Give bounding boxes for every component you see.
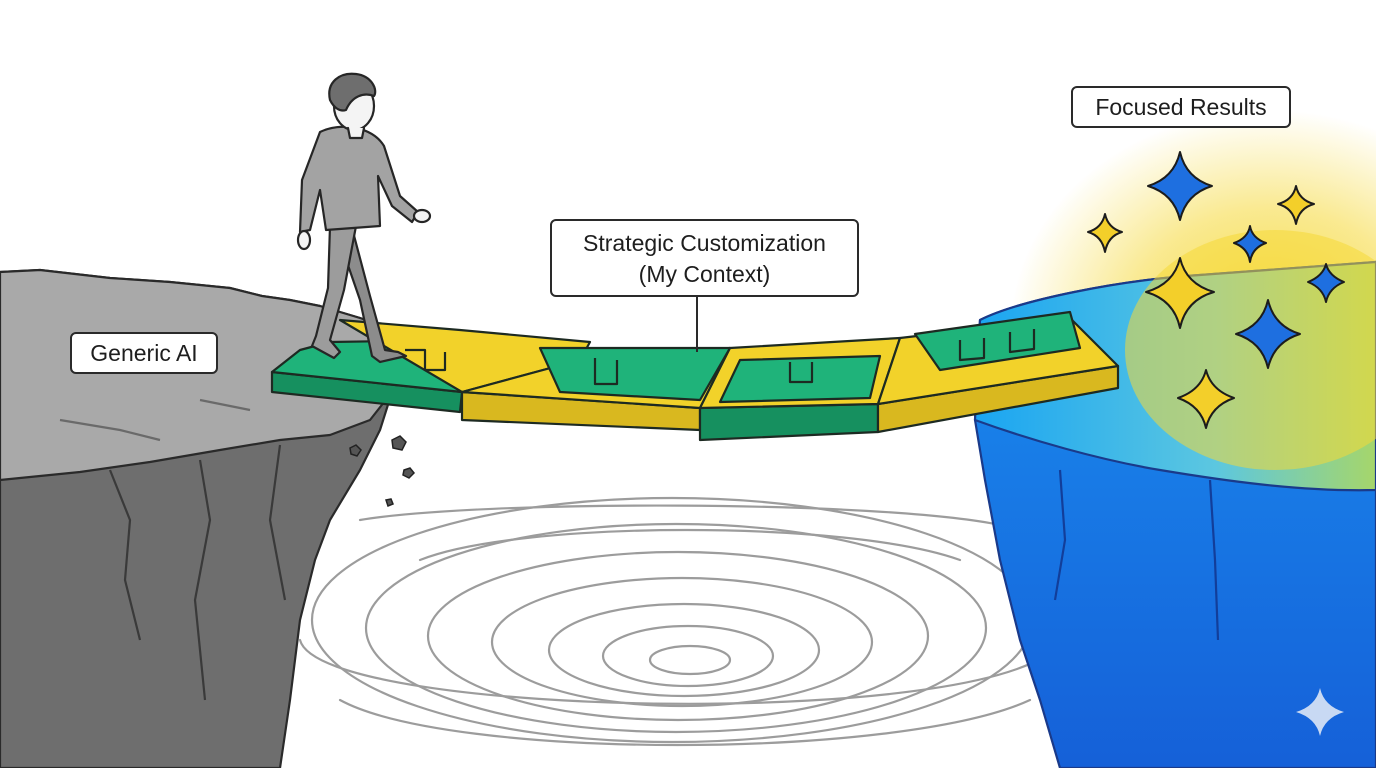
swirl-icon xyxy=(298,496,1062,747)
sparkle-icon xyxy=(1087,151,1345,429)
strategic-customization-text: Strategic Customization xyxy=(583,230,826,256)
watermark-sparkle-icon xyxy=(1296,688,1344,736)
falling-pebbles xyxy=(349,435,416,507)
focused-results-label: Focused Results xyxy=(1071,86,1291,128)
focused-results-text: Focused Results xyxy=(1095,94,1267,120)
generic-ai-label: Generic AI xyxy=(70,332,218,374)
my-context-text: (My Context) xyxy=(638,261,771,287)
walking-person-icon xyxy=(296,72,432,364)
strategic-customization-label: Strategic Customization (My Context) xyxy=(550,219,859,297)
puzzle-bridge-icon xyxy=(270,310,1120,442)
generic-ai-text: Generic AI xyxy=(90,340,198,366)
